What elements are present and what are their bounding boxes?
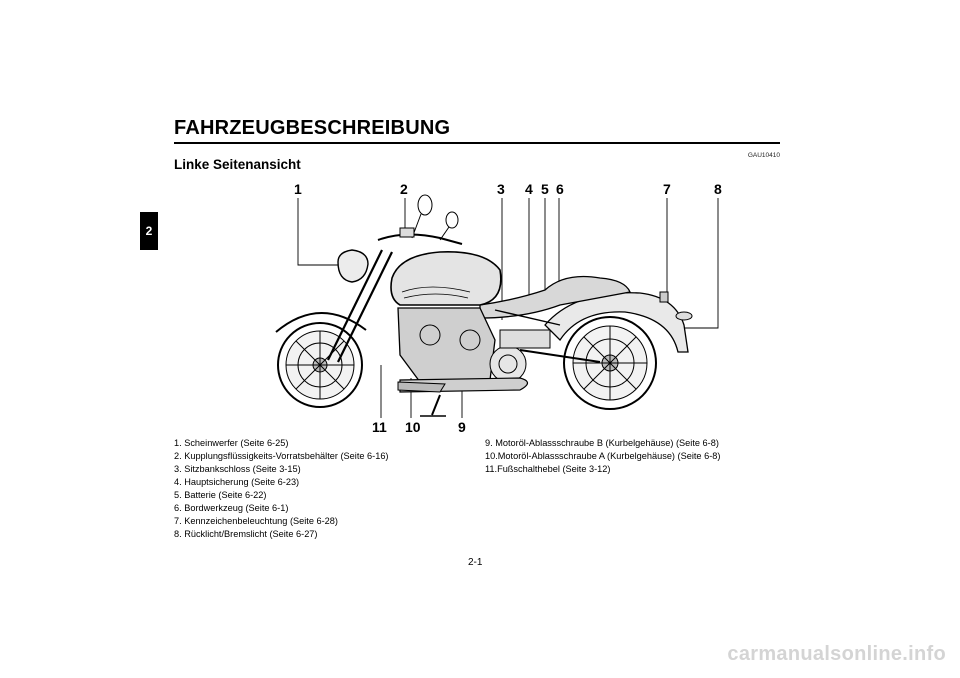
callout-5: 5 (541, 181, 549, 197)
rear-wheel (563, 316, 657, 410)
chapter-tab: 2 (140, 212, 158, 250)
headlight (337, 249, 369, 283)
tail-light (675, 311, 693, 321)
legend-item: 1. Scheinwerfer (Seite 6-25) (174, 438, 289, 448)
legend-item: 9. Motoröl-Ablassschraube B (Kurbelgehäu… (485, 438, 719, 448)
callout-1: 1 (294, 181, 302, 197)
callout-11: 11 (372, 419, 387, 435)
leader-lines (297, 198, 719, 418)
page-title: FAHRZEUGBESCHREIBUNG (174, 117, 451, 139)
title-rule (174, 142, 780, 144)
callout-10: 10 (405, 419, 421, 435)
legend-right: 9. Motoröl-Ablassschraube B (Kurbelgehäu… (485, 437, 720, 476)
watermark: carmanualsonline.info (727, 643, 946, 665)
callout-7: 7 (663, 181, 671, 197)
page-number: 2-1 (468, 557, 483, 568)
legend-item: 7. Kennzeichenbeleuchtung (Seite 6-28) (174, 516, 338, 526)
front-fork (327, 249, 393, 363)
legend-item: 4. Hauptsicherung (Seite 6-23) (174, 477, 300, 487)
callout-6: 6 (556, 181, 564, 197)
legend-item: 5. Batterie (Seite 6-22) (174, 490, 267, 500)
handlebar (377, 233, 463, 245)
front-wheel (275, 312, 367, 408)
document-code: GAU10410 (747, 152, 780, 159)
callout-9: 9 (458, 419, 466, 435)
swingarm (519, 349, 601, 363)
callout-3: 3 (497, 181, 505, 197)
callout-2: 2 (400, 181, 408, 197)
legend-left: 1. Scheinwerfer (Seite 6-25) 2. Kupplung… (174, 437, 389, 541)
legend-item: 8. Rücklicht/Bremslicht (Seite 6-27) (174, 529, 318, 539)
legend-item: 10.Motoröl-Ablassschraube A (Kurbelgehäu… (485, 451, 721, 461)
callout-8: 8 (714, 181, 722, 197)
engine (397, 307, 551, 383)
legend-item: 3. Sitzbankschloss (Seite 3-15) (174, 464, 301, 474)
fuel-tank (390, 251, 502, 306)
section-heading: Linke Seitenansicht (174, 157, 301, 172)
legend-item: 6. Bordwerkzeug (Seite 6-1) (174, 503, 289, 513)
plate-light (659, 291, 669, 303)
callout-4: 4 (525, 181, 533, 197)
footboard (397, 381, 446, 393)
legend-item: 11.Fußschalthebel (Seite 3-12) (485, 464, 611, 474)
seat (479, 275, 631, 319)
legend-item: 2. Kupplungsflüssigkeits-Vorratsbehälter… (174, 451, 389, 461)
